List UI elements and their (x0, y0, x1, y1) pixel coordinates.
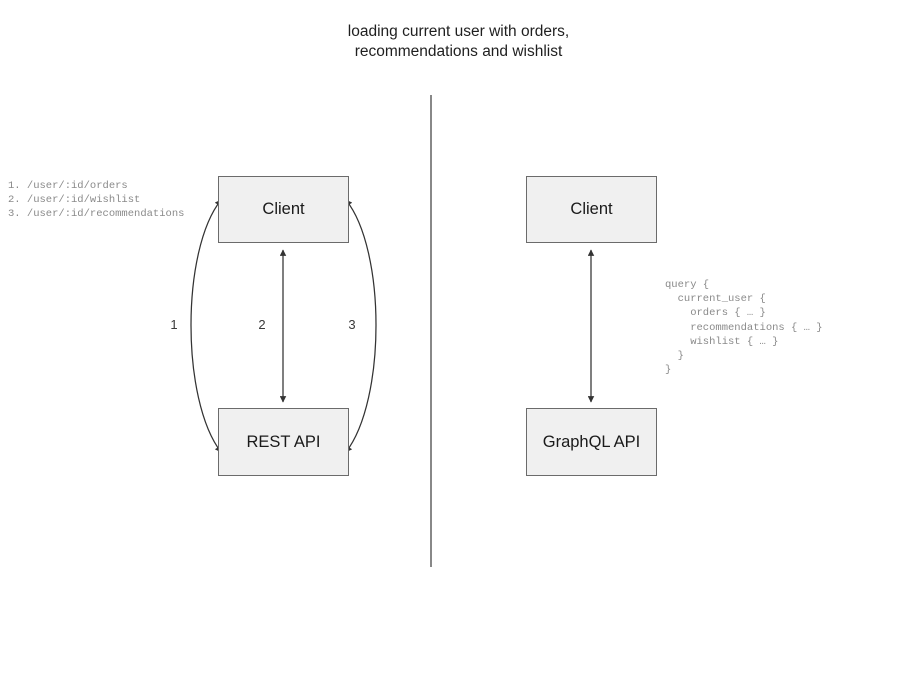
diagram-title: loading current user with orders, recomm… (347, 23, 570, 60)
node-rest-api[interactable]: REST API (218, 408, 349, 476)
connector-3-recommendations (345, 199, 377, 453)
edge-label-2: 2 (258, 317, 266, 332)
node-graphql-api[interactable]: GraphQL API (526, 408, 657, 476)
edge-label-1: 1 (170, 317, 178, 332)
connector-1-orders (190, 199, 222, 453)
node-client-rest[interactable]: Client (218, 176, 349, 243)
edge-label-3: 3 (348, 317, 356, 332)
rest-endpoint-list: 1. /user/:id/orders 2. /user/:id/wishlis… (8, 180, 185, 221)
node-client-graphql[interactable]: Client (526, 176, 657, 243)
graphql-query-block: query { current_user { orders { … } reco… (665, 279, 823, 377)
